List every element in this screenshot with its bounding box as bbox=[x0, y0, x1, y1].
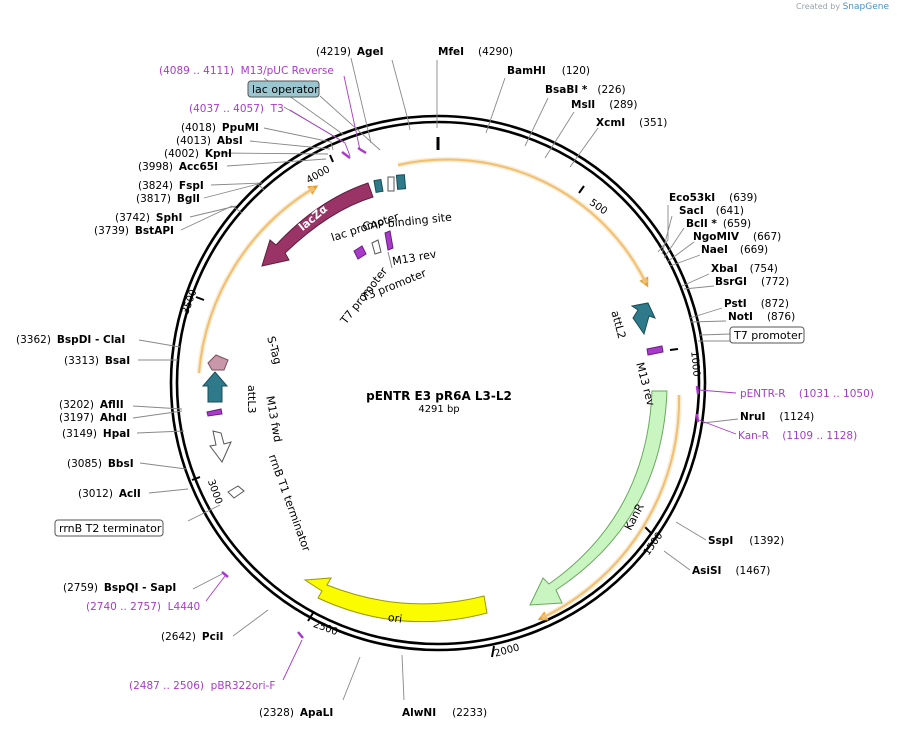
m13-rev-right-feature[interactable] bbox=[646, 345, 664, 356]
site-noti[interactable]: NotI(876) bbox=[728, 311, 795, 323]
site-saci[interactable]: SacI(641) bbox=[679, 205, 744, 217]
site-bgli[interactable]: (3817)BglI bbox=[136, 193, 200, 205]
site-xbai[interactable]: XbaI(754) bbox=[711, 263, 778, 275]
site-bspqi-sapi[interactable]: (2759)BspQI - SapI bbox=[63, 582, 176, 594]
site-kpni[interactable]: (4002)KpnI bbox=[164, 148, 232, 160]
inner-connector bbox=[387, 251, 393, 269]
attl3-label: attL3 bbox=[245, 385, 258, 414]
primer-pentr-r[interactable]: pENTR-R (1031 .. 1050) bbox=[740, 388, 874, 400]
snapgene-credit: Created by SnapGene bbox=[796, 2, 889, 12]
m13-rev-inner-feature[interactable] bbox=[384, 230, 394, 251]
site-msli[interactable]: MslI(289) bbox=[571, 99, 637, 111]
site-bstapi[interactable]: (3739)BstAPI bbox=[94, 225, 174, 237]
site-bsai[interactable]: (3313)BsaI bbox=[64, 355, 130, 367]
t3-promoter-inner-feature[interactable] bbox=[371, 239, 382, 255]
primer-m13-puc-reverse[interactable]: (4089 .. 4111) M13/pUC Reverse bbox=[159, 65, 334, 77]
stag-label: S-Tag bbox=[264, 335, 284, 366]
site-alwni[interactable]: AlwNI(2233) bbox=[402, 707, 487, 719]
rrnb-t2-box[interactable] bbox=[54, 519, 164, 537]
site-sphi[interactable]: (3742)SphI bbox=[115, 212, 182, 224]
tick-label-3500: 3500 bbox=[180, 288, 199, 316]
site-psti[interactable]: PstI(872) bbox=[724, 298, 789, 310]
site-bspdi-clai[interactable]: (3362)BspDI - ClaI bbox=[16, 334, 125, 346]
tick-label-2000: 2000 bbox=[493, 642, 520, 659]
lac-operator-box-label: lac operator bbox=[252, 83, 319, 96]
stag-feature[interactable] bbox=[207, 354, 229, 371]
lac-operator-box[interactable] bbox=[247, 80, 320, 98]
tick-label-3000: 3000 bbox=[205, 478, 224, 506]
kanr-feature[interactable] bbox=[529, 390, 668, 606]
site-bsabi[interactable]: BsaBI *(226) bbox=[545, 84, 626, 96]
backbone-outer-ring bbox=[169, 114, 707, 652]
site-agei[interactable]: (4219)AgeI bbox=[316, 46, 384, 58]
rrnb-t1-feature[interactable] bbox=[209, 430, 232, 463]
primer-l4440[interactable]: (2740 .. 2757) L4440 bbox=[86, 601, 200, 613]
rrnb-t1-label: rrnB T1 terminator bbox=[266, 453, 313, 554]
site-absi[interactable]: (4013)AbsI bbox=[176, 135, 243, 147]
site-bsrgi[interactable]: BsrGI(772) bbox=[715, 276, 789, 288]
site-sspi[interactable]: SspI(1392) bbox=[708, 535, 784, 547]
site-ngomiv[interactable]: NgoMIV(667) bbox=[693, 231, 781, 243]
lacza-feature[interactable] bbox=[261, 182, 374, 267]
t7-box-leader bbox=[699, 333, 731, 336]
m13-rev-right-label: M13 rev bbox=[633, 361, 657, 408]
site-ahdi[interactable]: (3197)AhdI bbox=[59, 412, 127, 424]
site-asisi[interactable]: AsiSI(1467) bbox=[692, 565, 770, 577]
tick-label-4000: 4000 bbox=[305, 164, 333, 186]
site-aflii[interactable]: (3202)AflII bbox=[59, 399, 124, 411]
site-acc65i[interactable]: (3998)Acc65I bbox=[138, 161, 218, 173]
t7-promoter-inner-feature[interactable] bbox=[353, 245, 367, 260]
site-ppumi[interactable]: (4018)PpuMI bbox=[181, 122, 259, 134]
site-bbsi[interactable]: (3085)BbsI bbox=[67, 458, 134, 470]
primer-leader-lines bbox=[205, 75, 737, 681]
ori-label: ori bbox=[387, 611, 403, 626]
site-nrui[interactable]: NruI(1124) bbox=[740, 411, 814, 423]
primer-kan-r[interactable]: Kan-R (1109 .. 1128) bbox=[738, 430, 857, 442]
lac-operator-feature[interactable] bbox=[387, 176, 395, 192]
tick-label-1500: 1500 bbox=[642, 531, 666, 558]
cap-site-label: CAP binding site bbox=[362, 211, 453, 233]
site-pcii[interactable]: (2642)PciI bbox=[161, 631, 223, 643]
tick-marks bbox=[191, 154, 679, 658]
site-mfei[interactable]: MfeI(4290) bbox=[438, 46, 513, 58]
lac-promoter-feature[interactable] bbox=[373, 178, 384, 194]
plasmid-size: 4291 bp bbox=[418, 404, 460, 415]
orf-arc-halos bbox=[196, 157, 682, 621]
t7-promoter-box-label: T7 promoter bbox=[733, 329, 803, 342]
snapgene-logo: SnapGene bbox=[842, 2, 889, 12]
site-fspi[interactable]: (3824)FspI bbox=[138, 180, 204, 192]
site-eco53ki[interactable]: Eco53kI(639) bbox=[669, 192, 757, 204]
site-hpai[interactable]: (3149)HpaI bbox=[62, 428, 130, 440]
backbone-inner-ring bbox=[175, 120, 701, 646]
ori-feature[interactable] bbox=[303, 577, 488, 623]
attl3-feature[interactable] bbox=[201, 371, 229, 403]
cap-site-feature[interactable] bbox=[395, 174, 407, 190]
rrnb-t2-box-label: rrnB T2 terminator bbox=[59, 522, 162, 535]
site-bcli[interactable]: BclI *(659) bbox=[686, 218, 751, 230]
attl2-label: attL2 bbox=[608, 309, 628, 340]
tick-label-1000: 1000 bbox=[688, 351, 701, 377]
site-acli[interactable]: (3012)AclI bbox=[78, 488, 141, 500]
m13-fwd-feature[interactable] bbox=[206, 408, 223, 417]
terminator-glyph bbox=[227, 485, 245, 499]
attl2-feature[interactable] bbox=[630, 302, 656, 336]
primer-pbr322ori-f[interactable]: (2487 .. 2506) pBR322ori-F bbox=[129, 680, 275, 692]
site-apali[interactable]: (2328)ApaLI bbox=[259, 707, 333, 719]
site-xcmi[interactable]: XcmI(351) bbox=[596, 117, 667, 129]
site-bamhi[interactable]: BamHI(120) bbox=[507, 65, 590, 77]
t7-promoter-box[interactable] bbox=[729, 326, 805, 344]
lac-operator-leader bbox=[319, 95, 381, 151]
primer-t3[interactable]: (4037 .. 4057) T3 bbox=[189, 103, 284, 115]
site-naei[interactable]: NaeI(669) bbox=[701, 244, 768, 256]
m13-fwd-label: M13 fwd bbox=[263, 395, 284, 443]
plasmid-name: pENTR E3 pR6A L3-L2 bbox=[366, 389, 512, 403]
m13-rev-inner-label: M13 rev bbox=[391, 247, 438, 268]
